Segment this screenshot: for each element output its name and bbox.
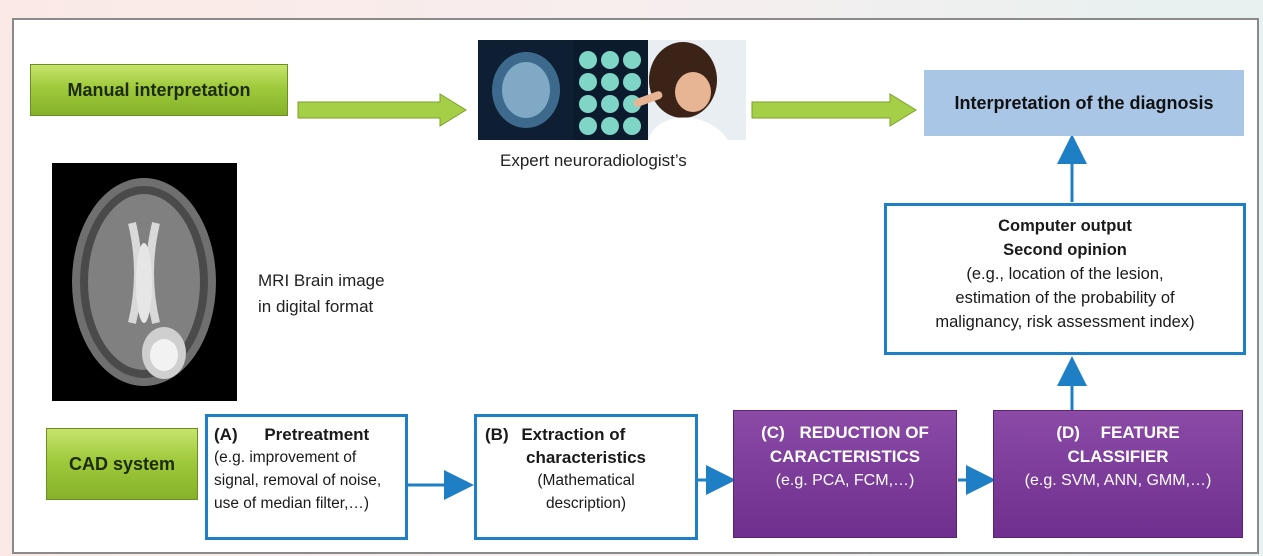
stage-d-box: (D) FEATURE CLASSIFIER (e.g. SVM, ANN, G… [993, 410, 1243, 538]
expert-caption: Expert neuroradiologist’s [500, 151, 687, 170]
stage-b-title2: characteristics [525, 448, 647, 467]
brain-mri-image [52, 163, 237, 401]
output-line1: (e.g., location of the lesion, [966, 265, 1164, 283]
stage-b-line1: (Mathematical [537, 472, 635, 489]
manual-interpretation-label: Manual interpretation [67, 79, 251, 100]
manual-interpretation-box: Manual interpretation [30, 64, 288, 116]
stage-a-title: Pretreatment [264, 425, 370, 444]
mri-caption-line2: in digital format [258, 297, 374, 316]
radiologist-photo [478, 40, 746, 140]
green-arrow-1 [297, 93, 467, 127]
mri-caption: MRI Brain image in digital format [258, 268, 418, 320]
stage-c-letter: (C) [761, 423, 785, 442]
stage-a-line3: use of median filter,…) [214, 495, 370, 512]
output-line2: estimation of the probability of [955, 289, 1175, 307]
green-arrow-2 [751, 93, 917, 127]
stage-a-letter: (A) [214, 425, 238, 444]
stage-a-box: (A) Pretreatment (e.g. improvement of si… [205, 414, 408, 540]
cad-system-box: CAD system [46, 428, 198, 500]
stage-b-letter: (B) [485, 425, 509, 444]
output-line3: malignancy, risk assessment index) [935, 313, 1195, 331]
stage-d-title2: CLASSIFIER [1067, 447, 1169, 466]
stage-a-line2: signal, removal of noise, [214, 472, 382, 489]
stage-c-box: (C) REDUCTION OF CARACTERISTICS (e.g. PC… [733, 410, 957, 538]
stage-c-title2: CARACTERISTICS [769, 447, 921, 466]
computer-output-box: Computer output Second opinion (e.g., lo… [884, 203, 1246, 355]
stage-a-line1: (e.g. improvement of [214, 449, 357, 466]
stage-b-box: (B) Extraction of characteristics (Mathe… [474, 414, 698, 540]
stage-c-line1: (e.g. PCA, FCM,…) [775, 472, 915, 489]
stage-b-title: Extraction of [521, 425, 626, 444]
mri-caption-line1: MRI Brain image [258, 271, 385, 290]
stage-d-title: FEATURE [1100, 423, 1180, 442]
stage-b-line2: description) [545, 495, 627, 512]
output-title1: Computer output [998, 217, 1132, 235]
stage-d-letter: (D) [1056, 423, 1080, 442]
stage-d-line1: (e.g. SVM, ANN, GMM,…) [1024, 472, 1212, 489]
output-title2: Second opinion [1003, 241, 1127, 259]
stage-c-title: REDUCTION OF [799, 423, 929, 442]
cad-system-label: CAD system [68, 453, 176, 474]
diagnosis-box: Interpretation of the diagnosis [924, 70, 1244, 136]
diagnosis-label: Interpretation of the diagnosis [954, 92, 1214, 113]
